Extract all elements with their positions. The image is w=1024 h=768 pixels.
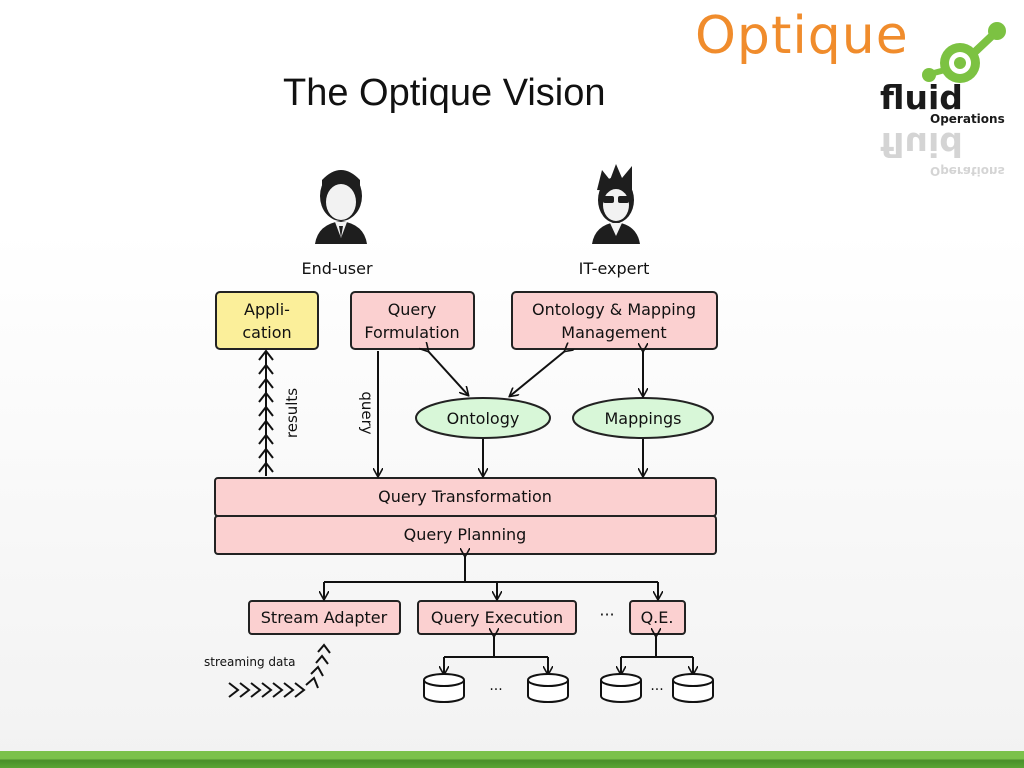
execution-to-databases	[444, 636, 548, 674]
mappings-ellipse: Mappings	[572, 397, 714, 439]
arrow-formulation-ontology	[428, 351, 468, 395]
ontology-ellipse: Ontology	[415, 397, 551, 439]
stream-adapter-box: Stream Adapter	[248, 600, 401, 635]
operations-logo-text: Operations	[930, 112, 1005, 126]
application-box: Appli- cation	[215, 291, 319, 350]
database-ellipsis-2: ···	[650, 682, 663, 698]
executors-ellipsis: ···	[599, 605, 614, 624]
query-planning-box: Query Planning	[214, 515, 717, 555]
arrow-management-ontology	[510, 351, 565, 396]
results-label: results	[283, 388, 301, 438]
slide-title: The Optique Vision	[283, 72, 606, 114]
qe-to-databases	[621, 636, 693, 674]
database-cylinder-icon	[600, 673, 642, 703]
mappings-label: Mappings	[605, 409, 682, 428]
query-formulation-label-line1: Query	[388, 300, 437, 319]
qe-box: Q.E.	[629, 600, 686, 635]
query-execution-box: Query Execution	[417, 600, 577, 635]
ontology-mapping-management-box: Ontology & Mapping Management	[511, 291, 718, 350]
ontology-label: Ontology	[447, 409, 520, 428]
results-arrow	[258, 349, 274, 476]
query-transformation-box: Query Transformation	[214, 477, 717, 517]
stream-adapter-label: Stream Adapter	[261, 608, 388, 627]
ontology-mapping-label-line1: Ontology & Mapping	[532, 300, 696, 319]
application-label-line2: cation	[242, 323, 291, 342]
qe-label: Q.E.	[641, 608, 674, 627]
person-sunglasses-icon	[592, 164, 640, 244]
application-label-line1: Appli-	[244, 300, 290, 319]
database-ellipsis-1: ···	[489, 682, 502, 698]
person-suit-icon	[315, 170, 367, 244]
it-expert-label: IT-expert	[579, 259, 650, 278]
footer-bar	[0, 751, 1024, 768]
molecule-icon	[922, 22, 1006, 83]
query-formulation-label-line2: Formulation	[364, 323, 459, 342]
database-cylinder-icon	[527, 673, 569, 703]
ontology-mapping-label-line2: Management	[561, 323, 666, 342]
fluid-logo: fluid	[880, 78, 963, 117]
end-user-label: End-user	[301, 259, 373, 278]
database-cylinder-icon	[672, 673, 714, 703]
streaming-data-label: streaming data	[204, 655, 295, 669]
optique-logo: Optique	[695, 6, 909, 66]
database-cylinder-icon	[423, 673, 465, 703]
query-transformation-label: Query Transformation	[378, 487, 552, 506]
streaming-data-arrow	[228, 643, 331, 698]
query-planning-label: Query Planning	[404, 525, 527, 544]
query-label: query	[358, 391, 376, 434]
planning-dispatch-arrows	[324, 556, 658, 599]
query-formulation-box: Query Formulation	[350, 291, 475, 350]
query-execution-label: Query Execution	[431, 608, 563, 627]
